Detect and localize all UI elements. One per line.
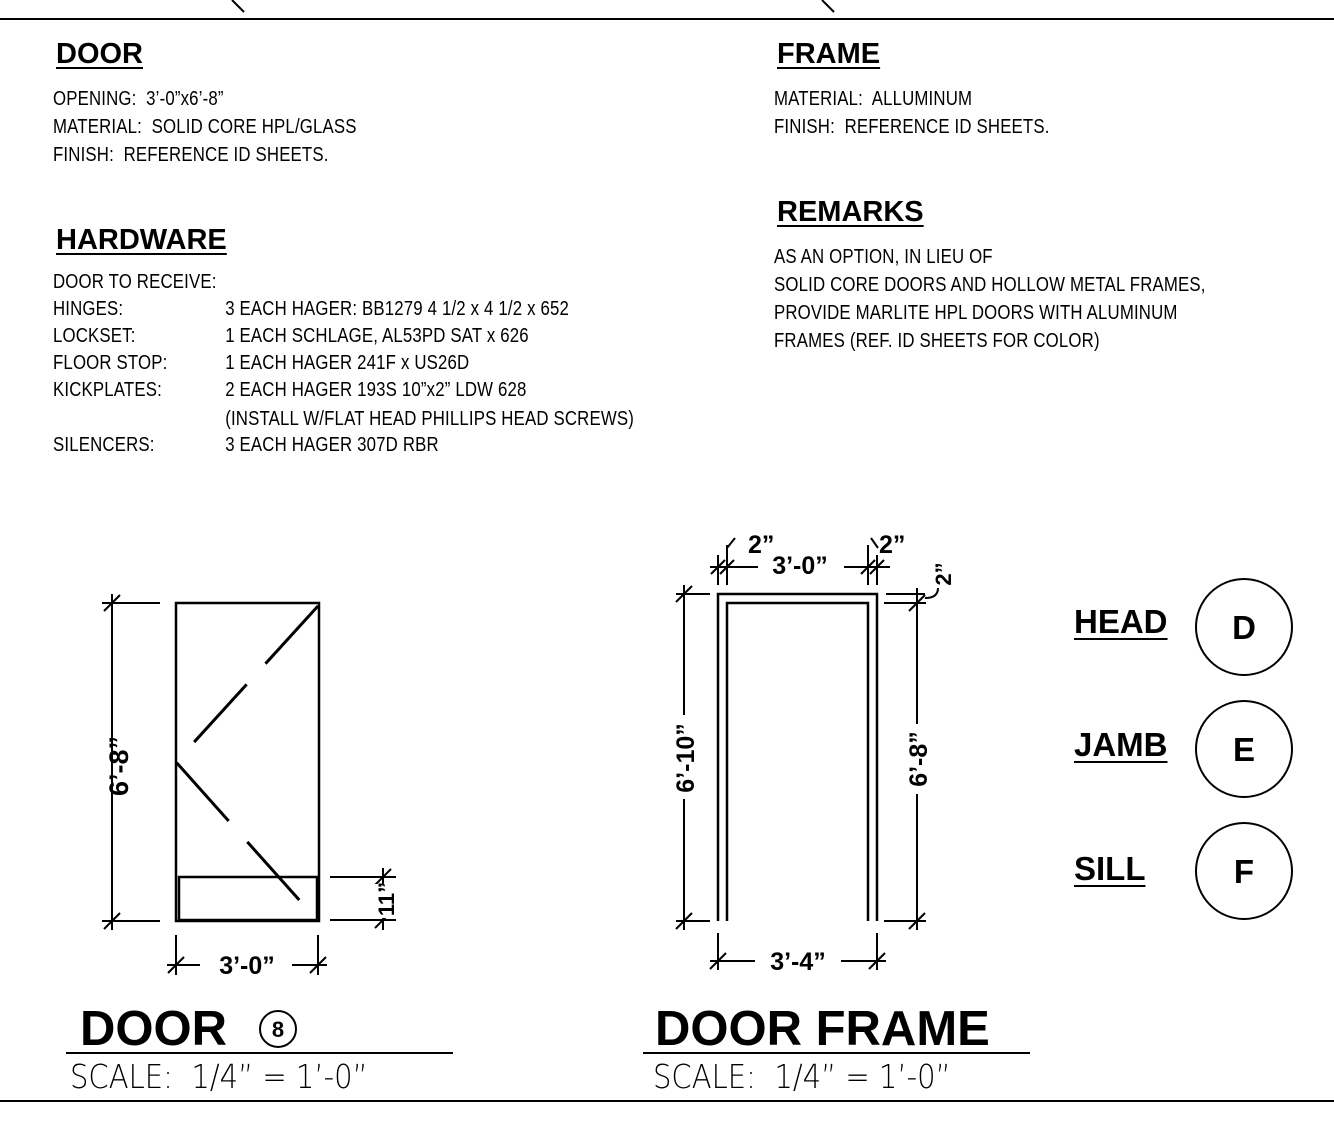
hardware-item-value: 1 EACH SCHLAGE, AL53PD SAT x 626 xyxy=(225,325,529,347)
door-swing-lines xyxy=(173,604,320,922)
remarks-line: AS AN OPTION, IN LIEU OF xyxy=(774,246,993,268)
door-spec-line: OPENING: 3’-0”x6’-8” xyxy=(53,88,224,110)
detail-label-head: HEAD xyxy=(1074,603,1168,640)
hardware-item-value: 2 EACH HAGER 193S 10”x2” LDW 628 xyxy=(225,379,527,401)
door-frame-elevation xyxy=(716,592,879,921)
hardware-item-label: FLOOR STOP: xyxy=(53,352,168,374)
remarks-section-body: AS AN OPTION, IN LIEU OF SOLID CORE DOOR… xyxy=(774,244,1312,356)
hardware-section-body: DOOR TO RECEIVE: HINGES: 3 EACH HAGER: B… xyxy=(53,269,742,469)
frame-section-title: FRAME xyxy=(777,38,881,70)
door-drawing-title: DOOR xyxy=(80,1002,227,1056)
frame-head-dim: 2” xyxy=(931,562,956,585)
door-dimensions xyxy=(102,594,396,975)
hardware-item-value: 1 EACH HAGER 241F x US26D xyxy=(225,352,470,374)
hardware-item-value: 3 EACH HAGER: BB1279 4 1/2 x 4 1/2 x 652 xyxy=(225,298,570,320)
door-tag-number: 8 xyxy=(272,1017,284,1042)
hardware-item-label: SILENCERS: xyxy=(53,434,155,456)
remarks-line: FRAMES (REF. ID SHEETS FOR COLOR) xyxy=(774,330,1100,352)
door-spec-line: MATERIAL: SOLID CORE HPL/GLASS xyxy=(53,116,357,138)
frame-drawing-scale: SCALE: 1/4” = 1’-0” xyxy=(653,1057,951,1096)
remarks-line: PROVIDE MARLITE HPL DOORS WITH ALUMINUM xyxy=(774,302,1178,324)
frame-spec-line: MATERIAL: ALLUMINUM xyxy=(774,88,973,110)
door-drawing-scale: SCALE: 1/4” = 1’-0” xyxy=(70,1057,368,1096)
hardware-item-label: LOCKSET: xyxy=(53,325,136,347)
frame-left-height-dim: 6’-10” xyxy=(672,723,700,792)
detail-bubble-f xyxy=(1195,822,1293,920)
frame-drawing-title: DOOR FRAME xyxy=(655,1002,990,1056)
detail-letter-f: F xyxy=(1234,853,1254,890)
hardware-item-label: KICKPLATES: xyxy=(53,379,162,401)
frame-top-width-dim: 3’-0” xyxy=(772,552,828,580)
door-height-dim: 6’-8” xyxy=(104,736,134,796)
kickplate-outline xyxy=(177,875,319,922)
remarks-section-title: REMARKS xyxy=(777,196,924,228)
hardware-intro: DOOR TO RECEIVE: xyxy=(53,271,217,293)
frame-spec-line: FINISH: REFERENCE ID SHEETS. xyxy=(774,116,1050,138)
detail-label-sill: SILL xyxy=(1074,850,1146,887)
frame-outer xyxy=(716,592,879,921)
hardware-item-value: (INSTALL W/FLAT HEAD PHILLIPS HEAD SCREW… xyxy=(225,408,634,430)
frame-right-height-dim: 6’-8” xyxy=(905,731,933,787)
door-elevation xyxy=(173,601,321,923)
detail-letter-e: E xyxy=(1233,731,1255,768)
detail-label-jamb: JAMB xyxy=(1074,726,1168,763)
door-outline xyxy=(174,601,321,923)
frame-top-right-dim: 2” xyxy=(879,531,905,559)
remarks-line: SOLID CORE DOORS AND HOLLOW METAL FRAMES… xyxy=(774,274,1206,296)
door-width-dim: 3’-0” xyxy=(219,952,275,980)
door-spec-line: FINISH: REFERENCE ID SHEETS. xyxy=(53,144,329,166)
hardware-item-label: HINGES: xyxy=(53,298,124,320)
frame-bottom-width-dim: 3’-4” xyxy=(770,948,826,976)
door-tag-circle xyxy=(259,1010,297,1048)
hardware-section-title: HARDWARE xyxy=(56,224,227,256)
frame-inner xyxy=(725,601,870,921)
kickplate-dim: 11” xyxy=(374,882,399,916)
frame-section-body: MATERIAL: ALLUMINUM FINISH: REFERENCE ID… xyxy=(774,86,1194,146)
hardware-item-value: 3 EACH HAGER 307D RBR xyxy=(225,434,439,456)
detail-letter-d: D xyxy=(1232,609,1256,646)
door-section-body: OPENING: 3’-0”x6’-8” MATERIAL: SOLID COR… xyxy=(53,86,523,170)
detail-bubble-e xyxy=(1195,700,1293,798)
door-section-title: DOOR xyxy=(56,38,143,70)
detail-bubble-d xyxy=(1195,578,1293,676)
